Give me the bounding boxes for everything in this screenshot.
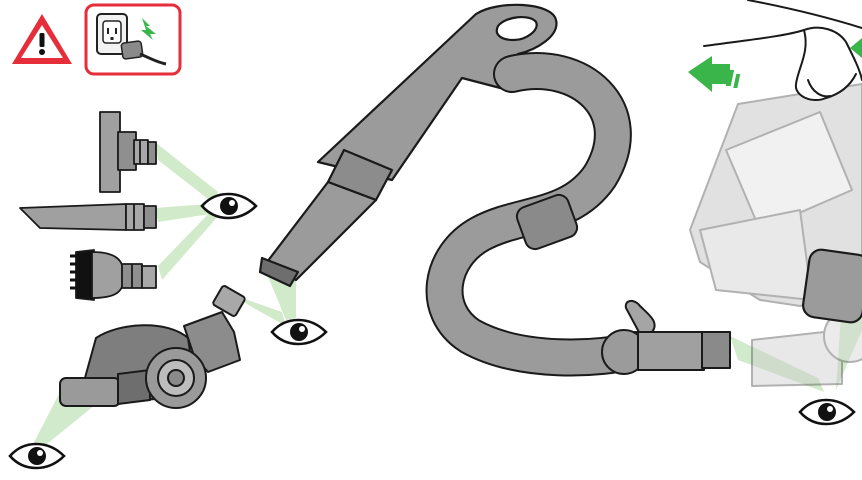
eye-icon [8,442,66,470]
unplug-power-icon [84,3,182,76]
warning-triangle-icon [12,14,72,64]
hand-outline [703,0,862,102]
green-arrow-icon [688,38,862,92]
sight-beam-hose-end [730,336,824,392]
eye-icon [200,192,258,220]
stubborn-dirt-tool [99,111,157,193]
eye-icon [798,398,856,426]
eye-icon [270,318,328,346]
sight-beam-brush-tool [158,208,220,280]
motorhead-floor-tool [59,285,246,409]
plug-icon [120,40,167,66]
telescopic-wand [258,3,558,288]
sight-beam-stubborn-tool [155,142,218,202]
sight-beam-crevice-tool [155,204,210,222]
crevice-tool [19,203,157,231]
machine-hose-inlet [802,248,862,324]
soft-dusting-brush [70,249,157,301]
hose-connectors [515,193,731,375]
sight-beam-motorhead-neck [236,296,286,326]
green-arrow-icon [141,18,156,40]
flexible-hose [425,52,655,377]
